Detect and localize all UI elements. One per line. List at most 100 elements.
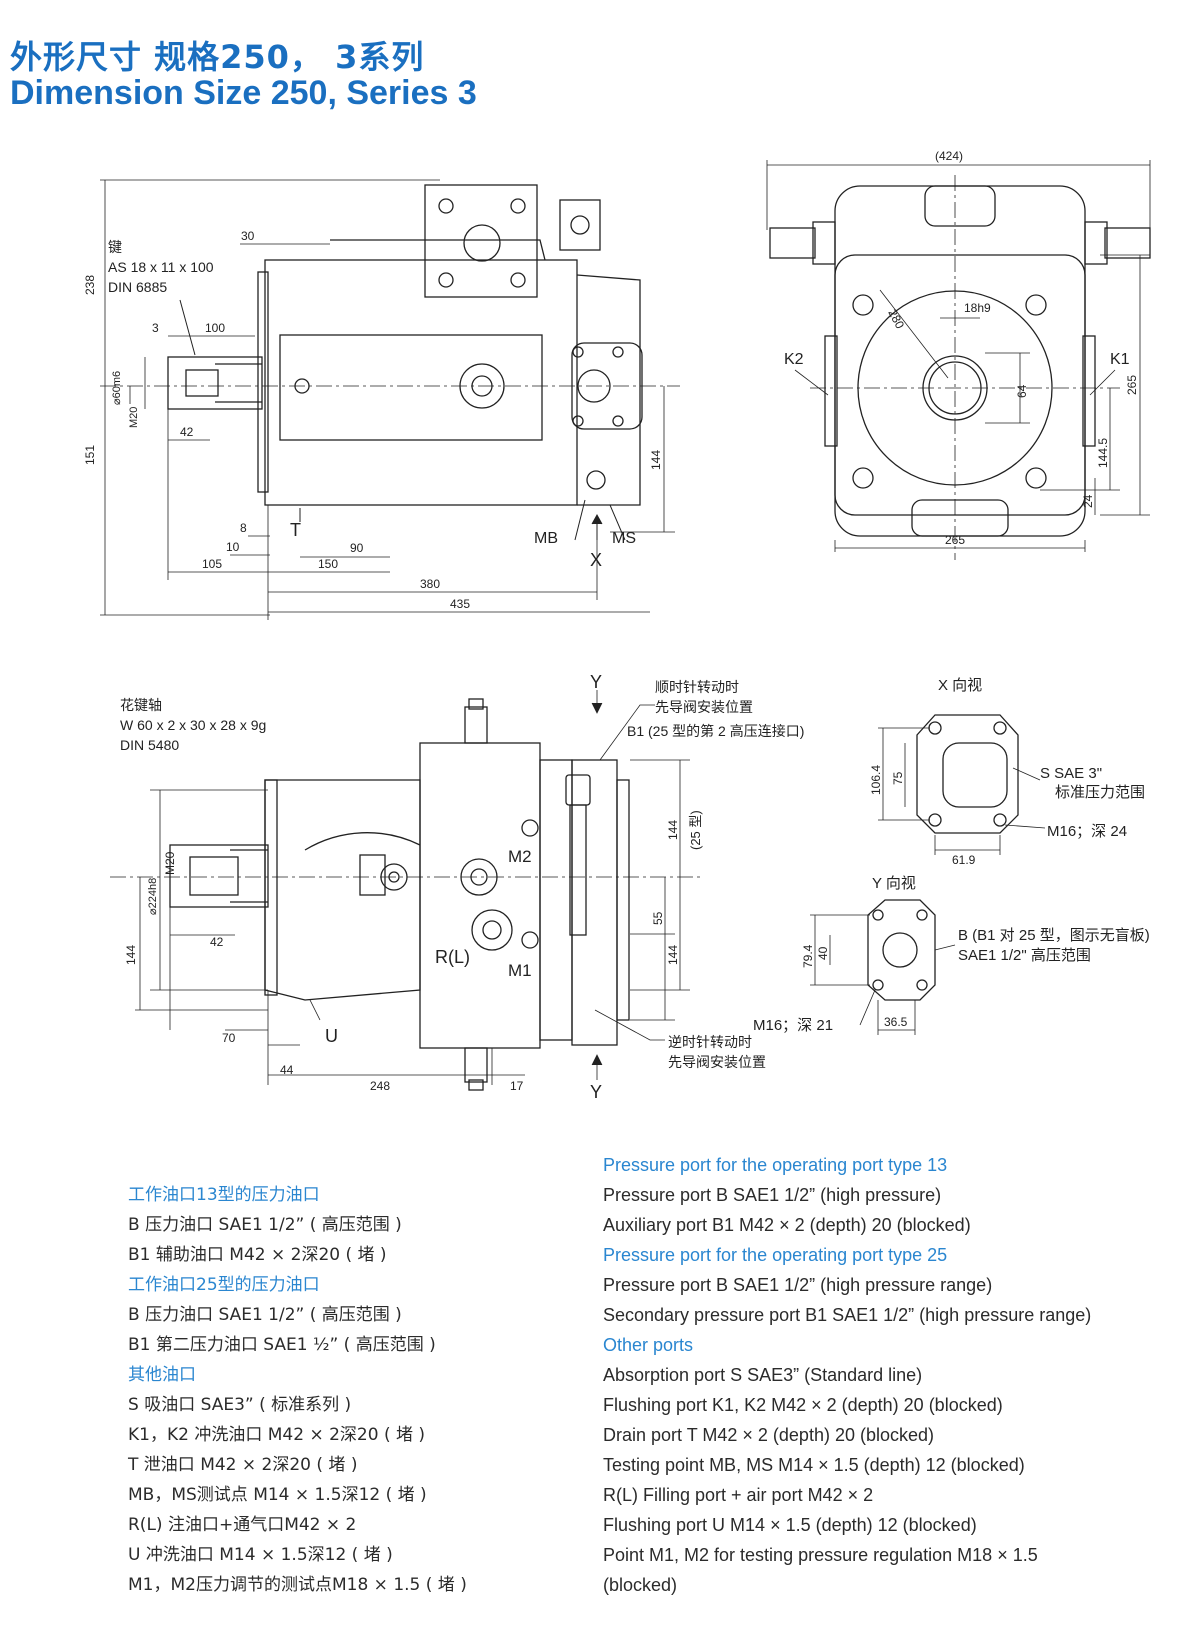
port-u-label: U: [325, 1026, 338, 1046]
spline-label-line-1: 花键轴: [120, 697, 162, 713]
port-k2-label: K2: [784, 351, 804, 368]
y-view-flange: [867, 899, 936, 1001]
dim-m20: M20: [128, 407, 140, 428]
key-label-line-3: DIN 6885: [108, 279, 167, 295]
spline-label-line-3: DIN 5480: [120, 737, 179, 753]
technical-drawing: 键 AS 18 x 11 x 100 DIN 6885 238 151 30 3…: [83, 149, 1151, 1102]
list-item: R(L) 注油口+通气口M42 × 2: [128, 1515, 357, 1535]
list-item: Auxiliary port B1 M42 × 2 (depth) 20 (bl…: [603, 1215, 971, 1235]
list-item: K1，K2 冲洗油口 M42 × 2深20 ( 堵 ): [128, 1425, 426, 1445]
port-ms-label: MS: [612, 530, 636, 547]
list-item: Absorption port S SAE3” (Standard line): [603, 1365, 923, 1385]
dim-265-vertical: 265: [1125, 375, 1139, 395]
list-item: B 压力油口 SAE1 1/2” ( 高压范围 ): [128, 1305, 402, 1325]
x-view-thread-label: M16；深 24: [1047, 823, 1127, 840]
dim-106-4: 106.4: [869, 765, 883, 795]
dim-90: 90: [350, 541, 364, 555]
x-view-dimension-lines: [878, 727, 1046, 855]
list-item: (blocked): [603, 1575, 678, 1595]
dim-144-side-left: 144: [124, 945, 138, 965]
front-view-dimension-lines: [766, 160, 1151, 560]
dim-42: 42: [180, 425, 194, 439]
dim-70: 70: [222, 1031, 236, 1045]
list-heading: 工作油口25型的压力油口: [128, 1275, 320, 1295]
list-heading: Pressure port for the operating port typ…: [603, 1155, 948, 1175]
page-title-zh: 外形尺寸 规格250， 3系列: [10, 38, 425, 76]
front-view-pump-body: [769, 185, 1151, 537]
list-item: B 压力油口 SAE1 1/2” ( 高压范围 ): [128, 1215, 402, 1235]
dim-79-4: 79.4: [801, 944, 815, 968]
cw-note-line-1: 顺时针转动时: [655, 679, 739, 695]
port-s-label: S SAE 3": [1040, 765, 1102, 782]
x-view-flange: [916, 714, 1019, 834]
port-b-pressure-label: SAE1 1/2" 高压范围: [958, 947, 1091, 964]
side-view-pump-body: [169, 698, 630, 1091]
list-item: Pressure port B SAE1 1/2” (high pressure…: [603, 1185, 942, 1205]
top-view-pump-body: [167, 184, 643, 506]
b1-note: B1 (25 型的第 2 高压连接口): [627, 723, 804, 739]
dim-144-5: 144.5: [1096, 438, 1110, 468]
dim-8: 8: [240, 521, 247, 535]
list-item: B1 辅助油口 M42 × 2深20 ( 堵 ): [128, 1245, 387, 1265]
page-title-en: Dimension Size 250, Series 3: [10, 74, 477, 112]
port-rl-label: R(L): [435, 947, 470, 967]
top-view-leaders: [179, 299, 626, 541]
list-heading: Pressure port for the operating port typ…: [603, 1245, 948, 1265]
list-item: S 吸油口 SAE3” ( 标准系列 ): [128, 1395, 352, 1415]
port-b-label: B (B1 对 25 型，图示无盲板): [958, 926, 1150, 944]
list-heading: 其他油口: [128, 1365, 196, 1385]
dim-17: 17: [510, 1079, 524, 1093]
dim-40: 40: [816, 946, 830, 960]
port-m2-label: M2: [508, 847, 532, 866]
list-item: U 冲洗油口 M14 × 1.5深12 ( 堵 ): [128, 1545, 393, 1565]
list-item: Flushing port U M14 × 1.5 (depth) 12 (bl…: [603, 1515, 977, 1535]
dim-type-25: (25 型): [688, 810, 703, 850]
port-x-label: X: [590, 550, 602, 570]
dim-24: 24: [1081, 494, 1095, 508]
dim-18h9: 18h9: [964, 301, 991, 315]
dim-shaft-diameter: ⌀60m6: [111, 371, 123, 405]
dim-44: 44: [280, 1063, 294, 1077]
ccw-note-line-2: 先导阀安装位置: [668, 1054, 766, 1070]
side-view-dimension-lines: [110, 690, 700, 1085]
list-item: T 泄油口 M42 × 2深20 ( 堵 ): [128, 1455, 358, 1475]
dim-36-5: 36.5: [884, 1015, 908, 1029]
key-label-line-2: AS 18 x 11 x 100: [108, 259, 214, 275]
port-m1-label: M1: [508, 961, 532, 980]
dim-61-9: 61.9: [952, 853, 976, 867]
dim-435: 435: [450, 597, 470, 611]
dim-144-top: 144: [649, 450, 663, 470]
y-view-dimension-lines: [810, 914, 956, 1035]
list-item: Drain port T M42 × 2 (depth) 20 (blocked…: [603, 1425, 935, 1445]
dim-144-side-upper: 144: [666, 820, 680, 840]
dim-100: 100: [205, 321, 225, 335]
x-view-title: X 向视: [938, 677, 982, 694]
spline-label-line-2: W 60 x 2 x 30 x 28 x 9g: [120, 717, 266, 733]
dim-64: 64: [1015, 384, 1029, 398]
dim-380: 380: [420, 577, 440, 591]
dim-55: 55: [651, 911, 665, 925]
view-y-arrow-label-top: Y: [590, 672, 602, 692]
dim-280: 280: [885, 307, 907, 332]
dim-3: 3: [152, 321, 159, 335]
list-item: Secondary pressure port B1 SAE1 1/2” (hi…: [603, 1305, 1092, 1325]
top-view-dimension-lines: [100, 179, 680, 620]
list-item: M1，M2压力调节的测试点M18 × 1.5 ( 堵 ): [128, 1575, 467, 1595]
dim-248: 248: [370, 1079, 390, 1093]
dim-105: 105: [202, 557, 222, 571]
cw-note-line-2: 先导阀安装位置: [655, 699, 753, 715]
list-item: Flushing port K1, K2 M42 × 2 (depth) 20 …: [603, 1395, 1003, 1415]
dim-spline-diameter: ⌀224h8: [147, 878, 159, 915]
dim-238: 238: [83, 275, 97, 295]
dim-265-horizontal: 265: [945, 533, 965, 547]
list-item: MB，MS测试点 M14 × 1.5深12 ( 堵 ): [128, 1485, 427, 1505]
y-view-thread-label: M16；深 21: [753, 1017, 833, 1034]
key-label-line-1: 键: [108, 239, 122, 255]
dim-10: 10: [226, 540, 240, 554]
port-mb-label: MB: [534, 530, 558, 547]
list-heading: Other ports: [603, 1335, 694, 1355]
dim-424: (424): [935, 149, 963, 163]
list-item: R(L) Filling port + air port M42 × 2: [603, 1485, 874, 1505]
dim-75: 75: [891, 771, 905, 785]
